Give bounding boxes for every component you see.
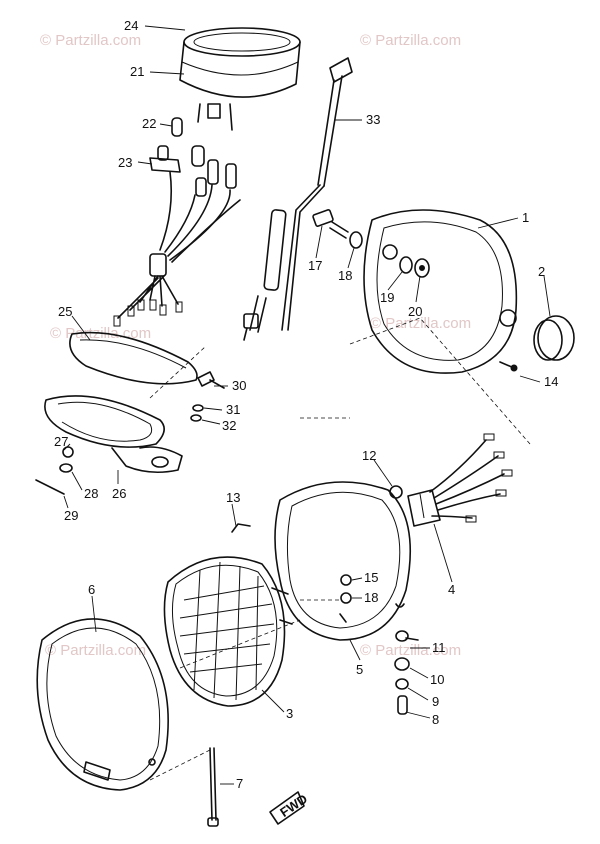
assembly-lines bbox=[149, 317, 531, 781]
callout-18b: 18 bbox=[364, 590, 378, 605]
callout-24: 24 bbox=[124, 18, 138, 33]
adjuster-stack bbox=[394, 630, 419, 715]
meter-case-upper bbox=[69, 331, 198, 385]
meter-case-lower bbox=[44, 395, 183, 474]
part-13 bbox=[231, 523, 251, 533]
callout-7: 7 bbox=[236, 776, 243, 791]
watermark: © Partzilla.com bbox=[45, 642, 146, 659]
callout-20: 20 bbox=[408, 304, 422, 319]
watermark: © Partzilla.com bbox=[40, 32, 141, 49]
watermark: © Partzilla.com bbox=[360, 642, 461, 659]
callout-31: 31 bbox=[226, 402, 240, 417]
mount-bolt-set bbox=[312, 209, 430, 278]
watermark: © Partzilla.com bbox=[360, 32, 461, 49]
callout-2: 2 bbox=[538, 264, 545, 279]
callout-28: 28 bbox=[84, 486, 98, 501]
callout-13: 13 bbox=[226, 490, 240, 505]
callout-3: 3 bbox=[286, 706, 293, 721]
small-bolt-set bbox=[35, 446, 74, 495]
callout-18: 18 bbox=[338, 268, 352, 283]
callout-22: 22 bbox=[142, 116, 156, 131]
callout-15: 15 bbox=[364, 570, 378, 585]
fwd-label: FWD bbox=[277, 791, 310, 820]
callout-4: 4 bbox=[448, 582, 455, 597]
rim-screws bbox=[339, 574, 352, 623]
callout-1: 1 bbox=[522, 210, 529, 225]
callout-10: 10 bbox=[430, 672, 444, 687]
bulb-socket-harness bbox=[113, 145, 241, 327]
long-bolt bbox=[207, 747, 219, 827]
watermark: © Partzilla.com bbox=[370, 315, 471, 332]
speedometer-cable bbox=[243, 57, 353, 341]
callout-labels: 24 21 22 23 33 17 18 19 20 1 2 14 25 30 … bbox=[54, 18, 558, 791]
callout-17: 17 bbox=[308, 258, 322, 273]
callout-33: 33 bbox=[366, 112, 380, 127]
speedometer-assembly bbox=[179, 27, 301, 131]
fwd-arrow-marker: FWD bbox=[269, 791, 310, 825]
callout-26: 26 bbox=[112, 486, 126, 501]
meter-screws bbox=[190, 371, 225, 422]
headlight-case bbox=[363, 209, 518, 374]
headlight-lens-unit bbox=[163, 556, 293, 707]
headlight-rim-inner bbox=[274, 481, 412, 641]
callout-19: 19 bbox=[380, 290, 394, 305]
callout-25: 25 bbox=[58, 304, 72, 319]
callout-12: 12 bbox=[362, 448, 376, 463]
grommet-and-screw bbox=[499, 315, 575, 372]
watermarks: © Partzilla.com © Partzilla.com © Partzi… bbox=[40, 32, 471, 659]
callout-8: 8 bbox=[432, 712, 439, 727]
callout-14: 14 bbox=[544, 374, 558, 389]
headlight-connector bbox=[389, 433, 513, 527]
callout-21: 21 bbox=[130, 64, 144, 79]
callout-6: 6 bbox=[88, 582, 95, 597]
callout-5: 5 bbox=[356, 662, 363, 677]
callout-29: 29 bbox=[64, 508, 78, 523]
callout-30: 30 bbox=[232, 378, 246, 393]
bulb-22 bbox=[171, 117, 183, 137]
leader-lines bbox=[63, 25, 551, 785]
callout-27: 27 bbox=[54, 434, 68, 449]
callout-32: 32 bbox=[222, 418, 236, 433]
callout-9b: 9 bbox=[432, 694, 439, 709]
callout-23: 23 bbox=[118, 155, 132, 170]
headlight-rim-outer bbox=[36, 618, 169, 791]
callout-11: 11 bbox=[432, 640, 446, 655]
